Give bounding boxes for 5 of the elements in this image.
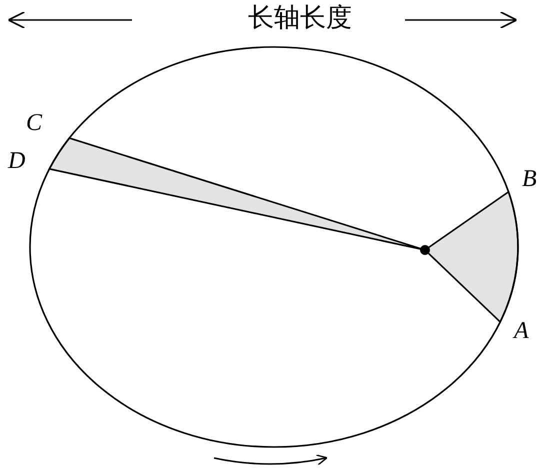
point-label: A — [514, 318, 529, 344]
point-label: C — [26, 110, 42, 136]
point-label: B — [522, 166, 537, 192]
point-label: D — [8, 148, 26, 174]
axis-label: 长轴长度 — [248, 3, 352, 33]
